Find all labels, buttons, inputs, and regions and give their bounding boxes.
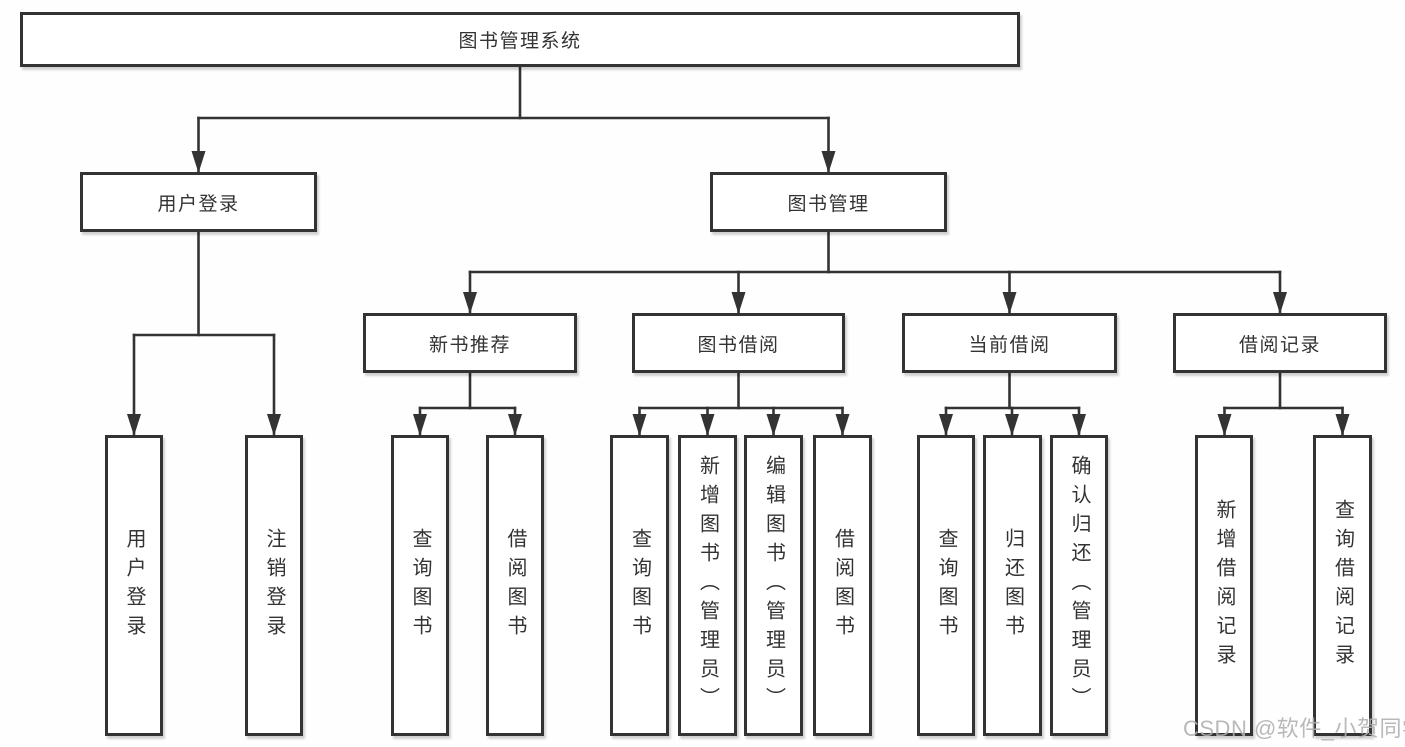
leaf-borrow-books-1: 借阅图书 bbox=[486, 435, 544, 736]
leaf-query-books-2: 查询图书 bbox=[610, 435, 669, 736]
leaf-confirm-return-admin: 确认归还（管理员） bbox=[1050, 435, 1108, 736]
node-borrow-records: 借阅记录 bbox=[1173, 313, 1387, 373]
watermark: CSDN @软件_小贺同学 bbox=[1183, 716, 1405, 741]
node-new-book-recommend: 新书推荐 bbox=[363, 313, 577, 373]
leaf-return-books: 归还图书 bbox=[983, 435, 1042, 736]
leaf-add-borrow-record: 新增借阅记录 bbox=[1195, 435, 1253, 736]
leaf-edit-books-admin: 编辑图书（管理员） bbox=[744, 435, 803, 736]
node-current-borrow: 当前借阅 bbox=[902, 313, 1117, 373]
node-book-management: 图书管理 bbox=[710, 172, 947, 232]
leaf-borrow-books-2: 借阅图书 bbox=[813, 435, 872, 736]
leaf-logout: 注销登录 bbox=[245, 435, 303, 736]
leaf-query-borrow-record: 查询借阅记录 bbox=[1313, 435, 1372, 736]
node-root: 图书管理系统 bbox=[20, 12, 1020, 67]
leaf-query-books-1: 查询图书 bbox=[391, 435, 449, 736]
node-user-login: 用户登录 bbox=[80, 172, 317, 232]
leaf-user-login: 用户登录 bbox=[105, 435, 163, 736]
leaf-query-books-3: 查询图书 bbox=[917, 435, 975, 736]
leaf-add-books-admin: 新增图书（管理员） bbox=[678, 435, 737, 736]
node-book-borrow: 图书借阅 bbox=[632, 313, 845, 373]
